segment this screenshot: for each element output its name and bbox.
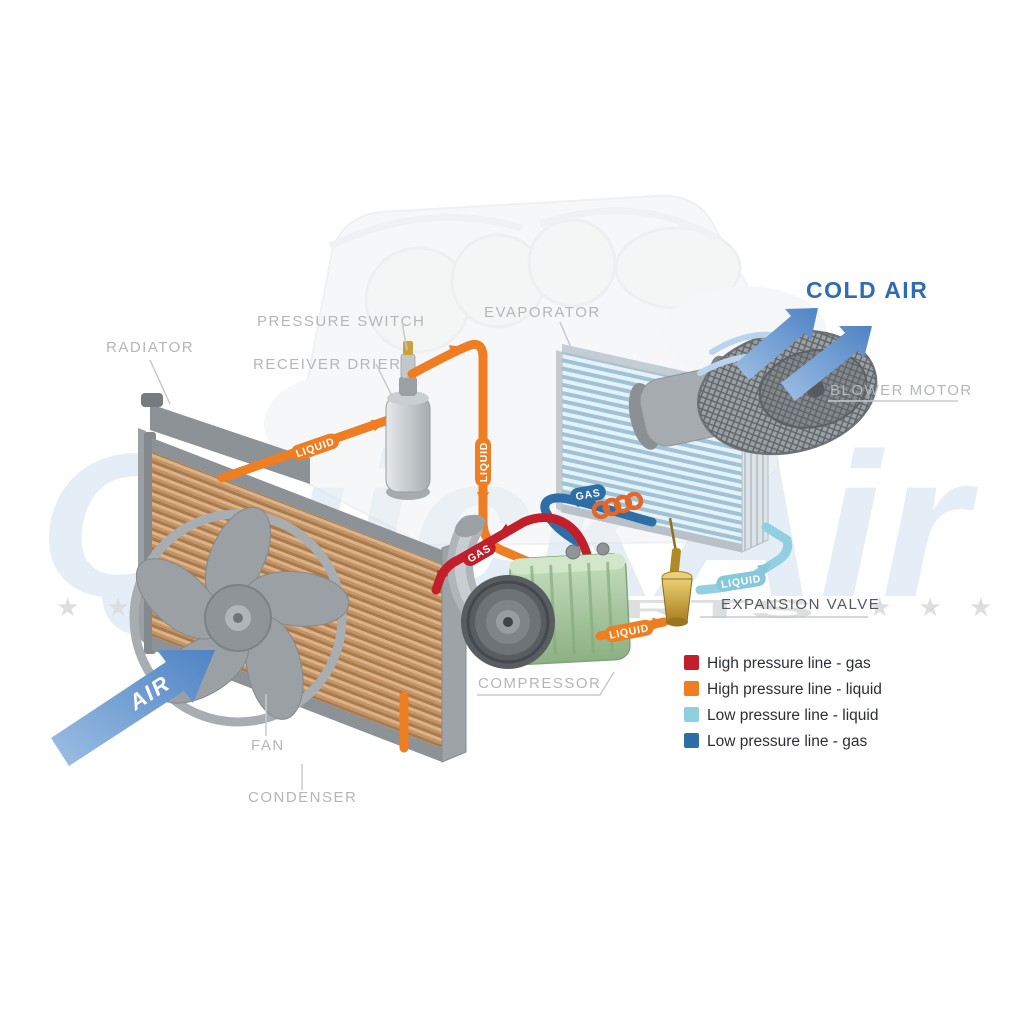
arrow-icon [477,492,489,506]
radiator-cap [141,393,163,407]
pipe-label-liquid-c: LIQUID [604,619,654,643]
pipe-hp-liquid-c: LIQUID [595,617,669,643]
label-condenser: CONDENSER [248,789,357,806]
label-radiator: RADIATOR [106,339,194,356]
hose-coil [591,491,644,520]
label-blower-motor: BLOWER MOTOR [830,382,973,399]
label-fan: FAN [251,737,285,754]
pipe-label-gas-blue: GAS [570,484,606,504]
svg-text:LIQUID: LIQUID [478,442,490,482]
arrow-icon [448,345,464,357]
legend-label: High pressure line - liquid [707,681,882,698]
arrow-icon [559,522,573,537]
component-labels: RADIATOR PRESSURE SWITCH RECEIVER DRIER … [106,304,973,806]
pipe-label-liquid-b: LIQUID [475,437,491,487]
label-pressure-switch: PRESSURE SWITCH [257,313,425,330]
svg-text:GAS: GAS [575,487,602,503]
receiver-drier [385,376,431,500]
legend-swatch [684,707,699,722]
expansion-valve [661,517,693,627]
label-evaporator: EVAPORATOR [484,304,601,321]
legend-label: Low pressure line - liquid [707,707,878,724]
arrow-icon [756,563,772,576]
arrow-icon [497,523,513,536]
legend-label: High pressure line - gas [707,655,871,672]
legend-swatch [684,655,699,670]
legend-swatch [684,733,699,748]
arrow-icon [370,419,386,432]
pipe-hp-gas: GAS [431,513,593,595]
watermark-stars-right: ★ ★ ★ [868,592,1002,622]
cold-air: COLD AIR [697,277,928,401]
cold-air-arrow [781,326,872,401]
label-compressor: COMPRESSOR [478,675,601,692]
legend: High pressure line - gas High pressure l… [684,655,882,750]
cold-air-arrow [735,308,818,380]
pipe-label-liquid-d: LIQUID [716,570,766,592]
legend-swatch [684,681,699,696]
legend-item: Low pressure line - liquid [684,707,878,724]
legend-item: High pressure line - gas [684,655,871,672]
compressor-port [596,542,610,556]
compressor-port [565,544,581,560]
legend-label: Low pressure line - gas [707,733,867,750]
legend-item: Low pressure line - gas [684,733,867,750]
condenser-outlet-pipe [398,691,410,753]
label-receiver-drier: RECEIVER DRIER [253,356,402,373]
pipe-lp-liquid: LIQUID [695,522,793,595]
arrow-icon [652,617,667,630]
legend-item: High pressure line - liquid [684,681,882,698]
arrow-icon [437,569,449,585]
label-expansion-valve: EXPANSION VALVE [721,596,880,613]
arrow-down-icon [398,739,410,753]
cold-air-label: COLD AIR [806,277,928,303]
